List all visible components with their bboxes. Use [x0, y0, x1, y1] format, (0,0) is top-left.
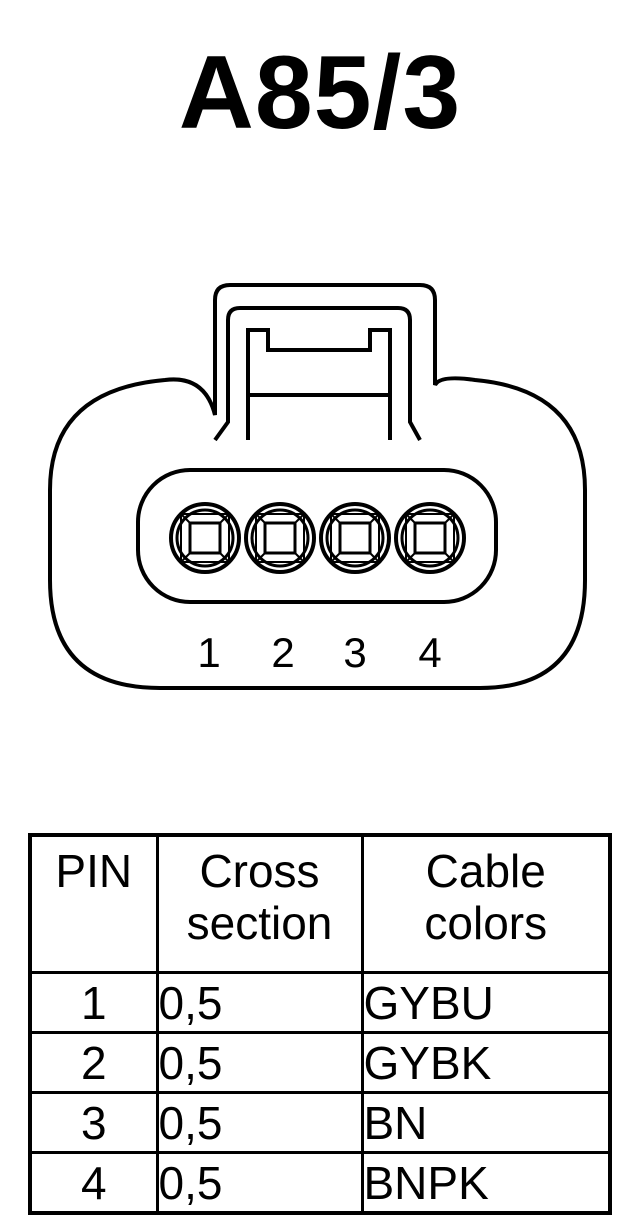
cell-cable-color: BNPK — [360, 1151, 612, 1215]
cell-cable-color: GYBK — [360, 1031, 612, 1094]
cell-pin: 4 — [28, 1151, 159, 1215]
cell-pin: 2 — [28, 1031, 159, 1094]
connector-latch-tab — [246, 328, 392, 440]
table-row: 3 0,5 BN — [28, 1091, 612, 1154]
table-row: 1 0,5 GYBU — [28, 971, 612, 1034]
connector-latch — [213, 306, 422, 442]
pin-cavity — [136, 468, 498, 604]
header-cable-colors-line1: Cable — [425, 845, 546, 897]
header-cross-section-line1: Cross — [199, 845, 320, 897]
table-header-row: PIN Cross section Cable colors — [28, 833, 612, 974]
cell-cross-section: 0,5 — [155, 971, 364, 1034]
connector-title: A85/3 — [178, 35, 462, 151]
header-cable-colors: Cable colors — [360, 833, 612, 974]
header-cross-section: Cross section — [155, 833, 364, 974]
table-row: 4 0,5 BNPK — [28, 1151, 612, 1215]
header-pin-line1: PIN — [55, 845, 133, 897]
pin-label-4: 4 — [418, 629, 441, 676]
pin-2-terminal — [244, 502, 316, 574]
cell-pin: 1 — [28, 971, 159, 1034]
pin-label-2: 2 — [271, 629, 294, 676]
cell-cable-color: BN — [360, 1091, 612, 1154]
connector-diagram: 1 2 3 4 — [48, 283, 587, 690]
table-row: 2 0,5 GYBK — [28, 1031, 612, 1094]
pin-1-terminal — [169, 502, 241, 574]
header-cross-section-line2: section — [186, 897, 333, 949]
pin-4-terminal — [394, 502, 466, 574]
cell-cross-section: 0,5 — [155, 1151, 364, 1215]
pin-label-1: 1 — [197, 629, 220, 676]
header-pin: PIN — [28, 833, 159, 974]
cell-pin: 3 — [28, 1091, 159, 1154]
header-cable-colors-line2: colors — [424, 897, 548, 949]
pin-label-3: 3 — [343, 629, 366, 676]
cell-cross-section: 0,5 — [155, 1031, 364, 1094]
pin-3-terminal — [319, 502, 391, 574]
cell-cable-color: GYBU — [360, 971, 612, 1034]
pin-assignment-table: PIN Cross section Cable colors 1 0,5 GYB… — [28, 833, 612, 1215]
cell-cross-section: 0,5 — [155, 1091, 364, 1154]
